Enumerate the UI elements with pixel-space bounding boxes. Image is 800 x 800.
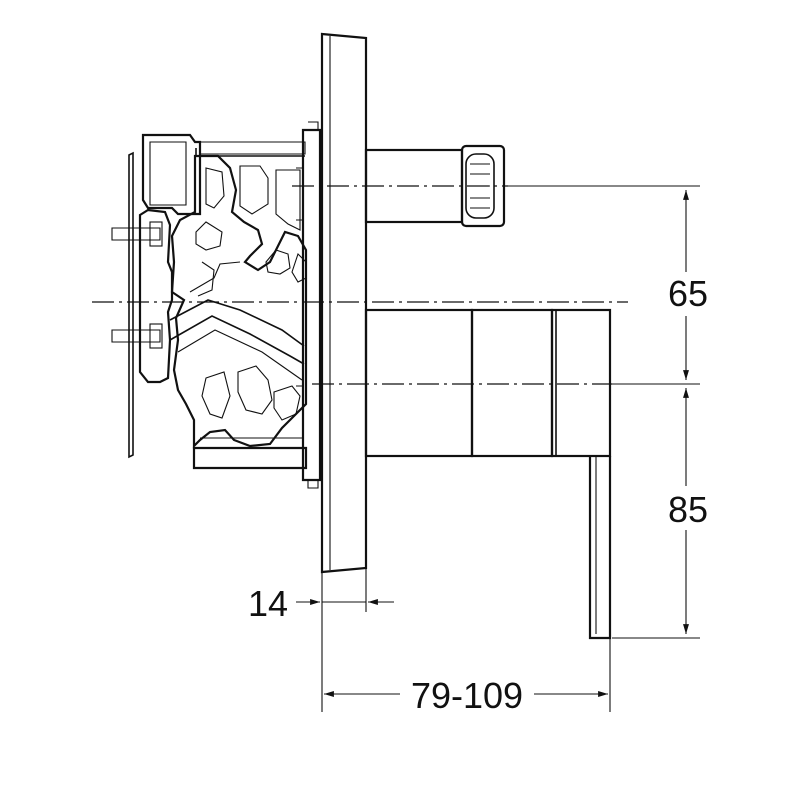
dimension-label-79-109: 79-109 — [411, 675, 523, 716]
dimension-label-14: 14 — [248, 583, 288, 624]
valve-body — [111, 121, 322, 489]
dimension-label-65: 65 — [668, 273, 708, 314]
cover-plate — [320, 32, 368, 574]
mixer-handle — [364, 308, 612, 640]
dimension-lines — [296, 190, 689, 697]
extension-lines — [321, 185, 700, 712]
center-lines — [92, 185, 628, 385]
dimension-label-85: 85 — [668, 489, 708, 530]
